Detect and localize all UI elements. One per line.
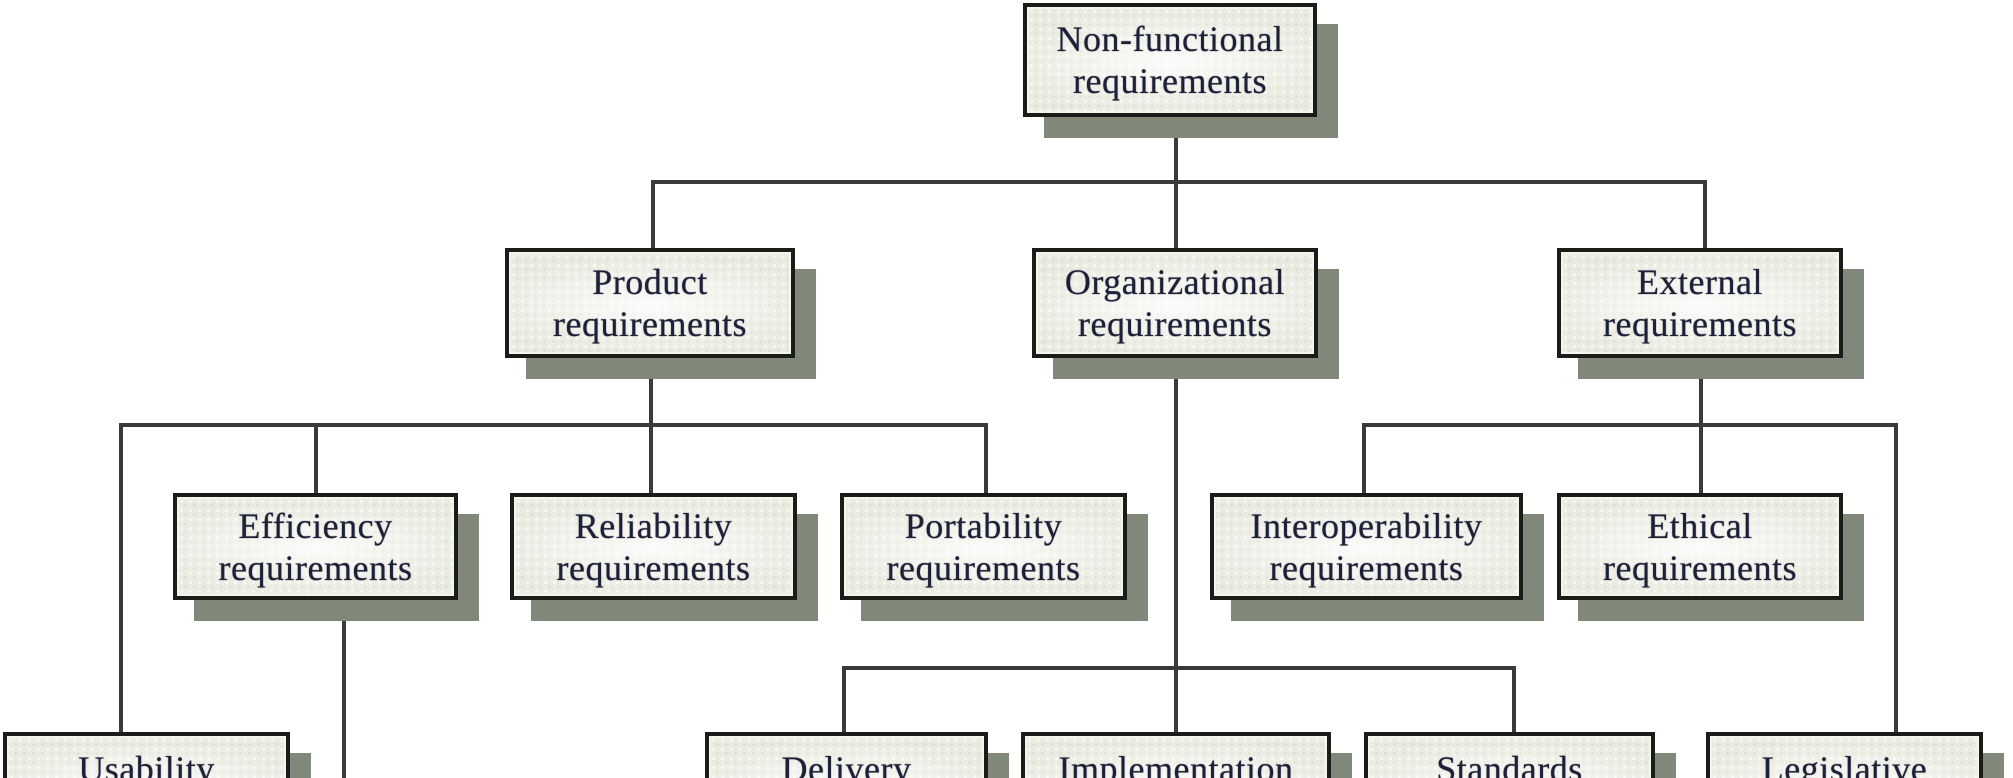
node-usability-requirements: Usability: [3, 732, 290, 778]
connector-organizational-to-delivery: [842, 666, 846, 733]
node-external-requirements: External requirements: [1557, 248, 1843, 358]
node-portability-requirements: Portability requirements: [840, 493, 1127, 600]
node-label: Delivery: [781, 749, 912, 778]
node-label: Reliability requirements: [556, 505, 751, 588]
connector-rail-product: [119, 423, 988, 427]
connector-rail-level1: [651, 180, 1707, 184]
node-ethical-requirements: Ethical requirements: [1557, 493, 1843, 600]
connector-rail-to-external: [1703, 180, 1707, 248]
connector-product-to-usability: [119, 423, 123, 734]
connector-external-to-interoperability: [1362, 423, 1366, 494]
connector-rail-to-product: [651, 180, 655, 248]
connector-external-to-legislative: [1894, 423, 1898, 733]
node-label: Implementation: [1058, 749, 1294, 778]
connector-organizational-to-standards: [1512, 666, 1516, 733]
node-product-requirements: Product requirements: [505, 248, 795, 358]
node-standards-requirements: Standards: [1364, 732, 1655, 778]
node-non-functional-requirements: Non-functional requirements: [1023, 3, 1317, 117]
node-implementation-requirements: Implementation: [1021, 732, 1331, 778]
node-organizational-requirements: Organizational requirements: [1032, 248, 1318, 358]
node-label: Legislative: [1761, 749, 1928, 778]
node-label: Portability requirements: [886, 505, 1081, 588]
node-label: Efficiency requirements: [218, 505, 413, 588]
node-label: Usability: [78, 749, 215, 778]
node-label: External requirements: [1603, 262, 1797, 344]
node-label: Product requirements: [553, 262, 747, 344]
connector-rail-external: [1362, 423, 1898, 427]
node-reliability-requirements: Reliability requirements: [510, 493, 797, 600]
node-label: Organizational requirements: [1064, 262, 1286, 344]
node-label: Standards: [1436, 749, 1583, 778]
node-label: Ethical requirements: [1603, 505, 1797, 588]
node-interoperability-requirements: Interoperability requirements: [1210, 493, 1523, 600]
node-delivery-requirements: Delivery: [705, 732, 988, 778]
connector-organizational-to-implementation: [1174, 357, 1178, 733]
connector-rail-organizational: [842, 666, 1516, 670]
connector-product-to-portability: [984, 423, 988, 494]
connector-efficiency-down: [342, 598, 346, 778]
node-legislative-requirements: Legislative: [1706, 732, 1983, 778]
node-label: Non-functional requirements: [1056, 19, 1284, 101]
node-label: Interoperability requirements: [1250, 505, 1483, 588]
node-efficiency-requirements: Efficiency requirements: [173, 493, 458, 600]
connector-product-to-efficiency: [314, 423, 318, 494]
